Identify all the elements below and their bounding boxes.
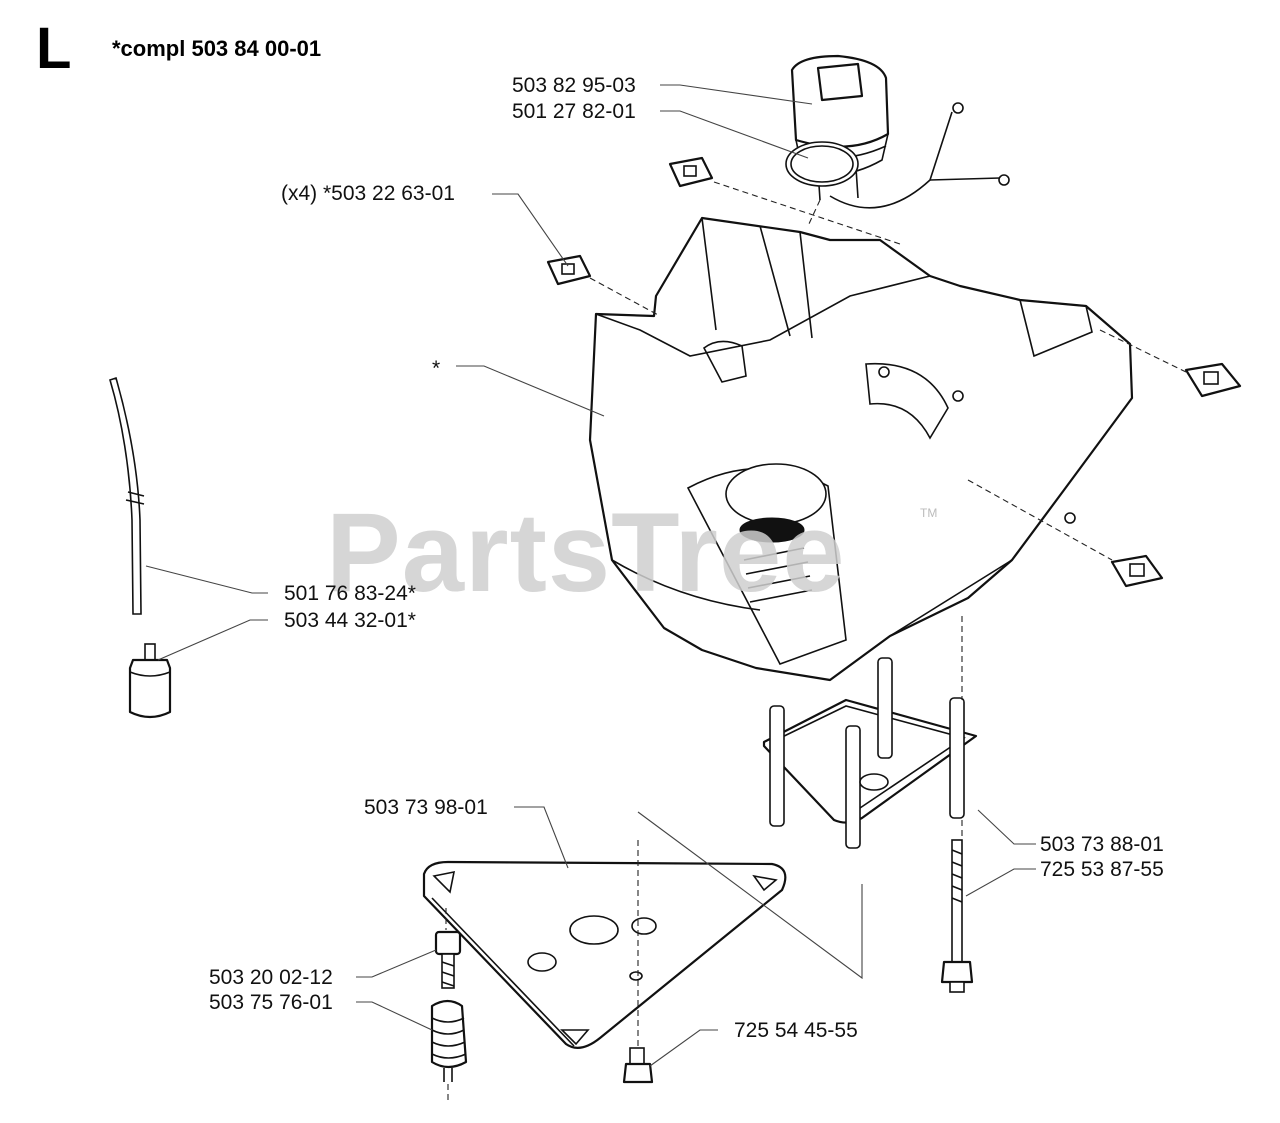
callout-hose: 501 76 83-24*	[284, 582, 416, 605]
triangular-plate-icon	[422, 860, 787, 1049]
fuel-tank-icon	[588, 216, 1134, 682]
callout-bracket: 503 73 88-01	[1040, 833, 1164, 856]
callout-screw: 503 20 02-12	[209, 966, 333, 989]
callout-filter: 503 44 32-01*	[284, 609, 416, 632]
leader-lines	[145, 84, 1036, 1067]
callout-tank: *	[432, 357, 441, 380]
callout-nut: (x4) *503 22 63-01	[281, 182, 455, 205]
mounting-bracket-icon	[762, 657, 978, 849]
vibration-damper-icon	[430, 999, 468, 1082]
fuel-hose-icon	[109, 376, 145, 615]
watermark-trademark: TM	[920, 506, 938, 520]
vent-wire-icon	[829, 102, 1010, 209]
callout-long-bolt: 725 53 87-55	[1040, 858, 1164, 881]
assembly-title: *compl 503 84 00-01	[112, 36, 322, 61]
callout-cap: 503 82 95-03	[512, 74, 636, 97]
bolt-icon	[434, 930, 462, 989]
callout-plate: 503 73 98-01	[364, 796, 488, 819]
callout-small-screw: 725 54 45-55	[734, 1019, 858, 1042]
assembly-lines	[445, 181, 1187, 1104]
square-nut-icon	[1184, 362, 1242, 398]
watermark: PartsTree	[326, 490, 846, 615]
square-nut-icon	[668, 156, 714, 188]
callout-buffer: 503 75 76-01	[209, 991, 333, 1014]
o-ring-icon	[785, 141, 859, 187]
section-letter: L	[36, 16, 72, 81]
bolt-icon	[940, 839, 974, 993]
square-nut-icon	[546, 254, 592, 286]
fuel-filter-icon	[128, 643, 172, 719]
square-nut-icon	[1110, 554, 1164, 588]
callout-o-ring: 501 27 82-01	[512, 100, 636, 123]
bolt-icon	[622, 1047, 654, 1084]
